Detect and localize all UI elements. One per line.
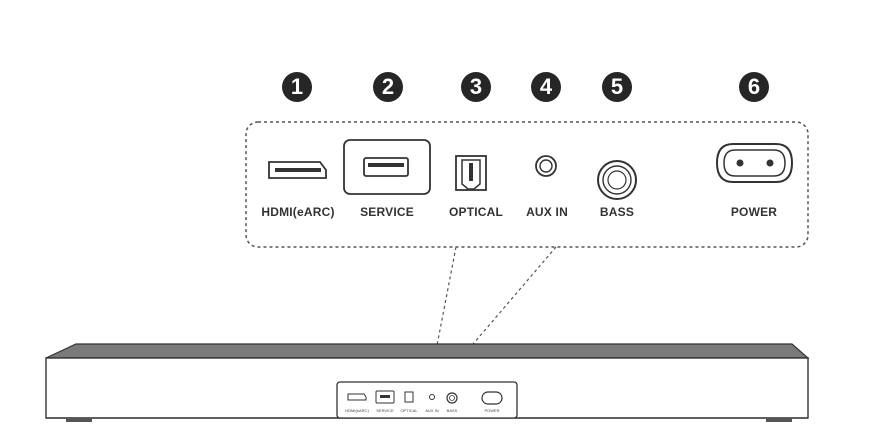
- foot-right: [766, 418, 792, 422]
- leader-line-left: [427, 246, 457, 393]
- badge-4: 4: [531, 72, 561, 102]
- panel-label-bass: BASS: [446, 408, 458, 413]
- usb-port-icon: [343, 139, 431, 195]
- panel-label-power: POWER: [484, 408, 500, 413]
- panel-label-aux: AUX IN: [425, 408, 439, 413]
- panel-label-service: SERVICE: [376, 408, 394, 413]
- label-optical: OPTICAL: [448, 205, 504, 219]
- badge-3: 3: [461, 72, 491, 102]
- callout-box: [245, 121, 809, 248]
- panel-label-optical: OPTICAL: [400, 408, 418, 413]
- label-bass: BASS: [599, 205, 635, 219]
- aux-jack-icon: [535, 155, 557, 177]
- soundbar-device: [45, 343, 810, 422]
- badge-5: 5: [602, 72, 632, 102]
- panel-label-hdmi: HDMI(eARC): [345, 408, 369, 413]
- label-hdmi: HDMI(eARC): [261, 205, 335, 219]
- optical-port-icon: [455, 155, 487, 191]
- badge-2: 2: [373, 72, 403, 102]
- badge-6: 6: [739, 72, 769, 102]
- label-power: POWER: [730, 205, 778, 219]
- badge-1: 1: [282, 72, 312, 102]
- hdmi-port-icon: [268, 161, 327, 179]
- label-service: SERVICE: [360, 205, 414, 219]
- bass-jack-icon: [597, 160, 637, 200]
- power-socket-icon: [715, 143, 794, 183]
- label-aux-in: AUX IN: [526, 205, 568, 219]
- foot-left: [66, 418, 92, 422]
